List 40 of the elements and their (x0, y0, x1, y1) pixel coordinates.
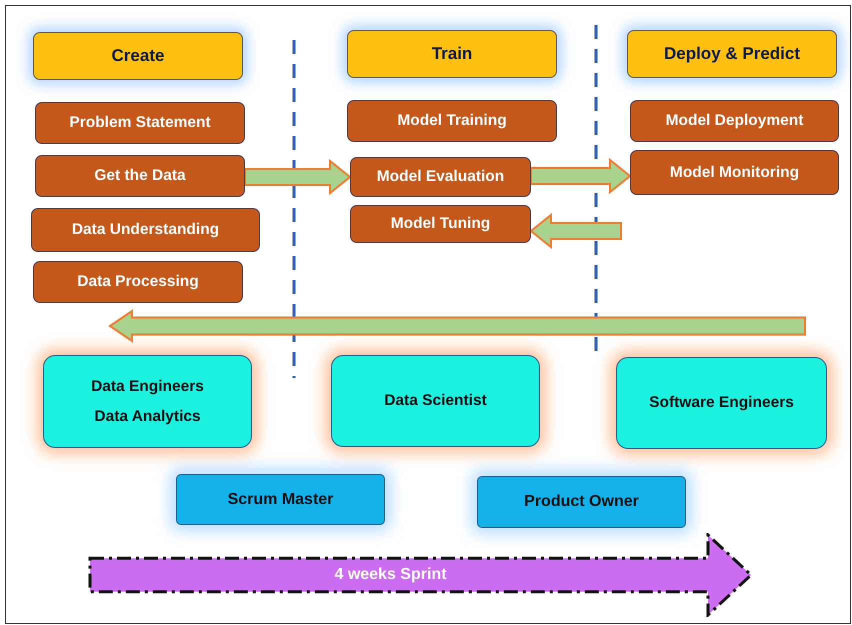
block-arrow (530, 158, 632, 194)
step-label: Model Evaluation (376, 168, 506, 186)
role-label: Product Owner (523, 493, 640, 511)
step-label: Data Understanding (70, 221, 220, 239)
process-box (31, 208, 260, 252)
phase-title: Deploy & Predict (662, 44, 802, 64)
team-box (331, 355, 540, 447)
role-label: Data Engineers (90, 378, 205, 396)
sprint-arrow (88, 533, 753, 617)
phase-title: Create (110, 46, 166, 66)
process-box (33, 261, 243, 303)
step-label: Get the Data (93, 167, 187, 185)
block-arrow (529, 212, 622, 250)
role-label: Scrum Master (226, 490, 334, 508)
role-label: Data Analytics (93, 408, 202, 426)
step-label: Problem Statement (68, 114, 212, 132)
step-label: Model Training (396, 112, 508, 130)
role-label: Data Scientist (383, 392, 488, 410)
role-box (176, 474, 385, 525)
step-label: 4 weeks Sprint (333, 566, 448, 584)
phase-header (33, 32, 243, 80)
phase-header (347, 30, 557, 78)
process-box (630, 100, 839, 142)
phase-title: Train (430, 44, 474, 64)
block-arrow (244, 158, 352, 196)
role-box (477, 476, 686, 528)
step-label: Model Deployment (664, 112, 804, 130)
step-label: Model Monitoring (668, 164, 800, 182)
process-box (347, 100, 557, 142)
process-box (350, 157, 531, 197)
process-box (35, 102, 245, 144)
team-box (43, 355, 252, 448)
step-label: Model Tuning (390, 215, 492, 233)
team-box (616, 357, 827, 449)
process-box (35, 155, 245, 197)
role-label: Software Engineers (648, 394, 795, 412)
process-box (350, 205, 531, 243)
process-box (630, 150, 839, 195)
phase-header (627, 30, 837, 78)
step-label: Data Processing (76, 273, 200, 291)
